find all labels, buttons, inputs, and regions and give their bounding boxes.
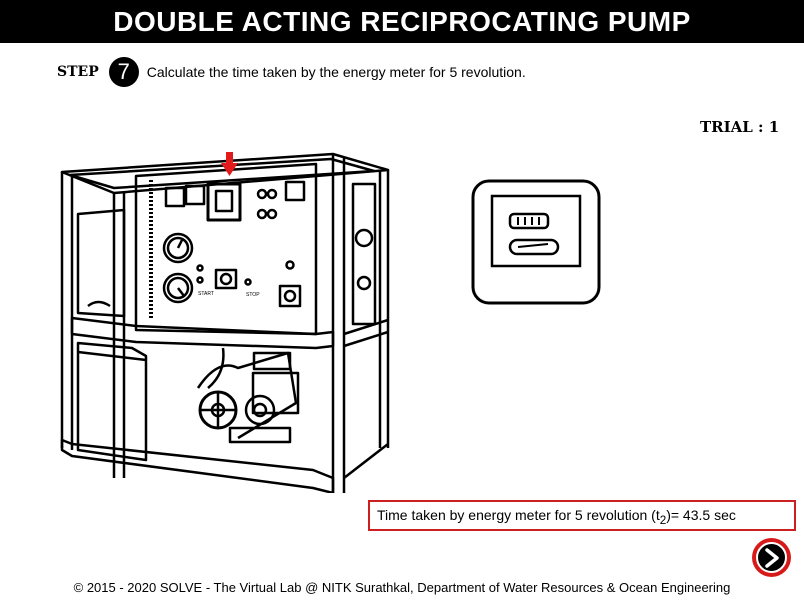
start-label: START	[198, 291, 214, 297]
energy-meter-pointer-arrow	[221, 152, 238, 176]
pump-test-rig-illustration: START STOP	[60, 152, 390, 493]
stop-label: STOP	[246, 292, 260, 298]
page-title: DOUBLE ACTING RECIPROCATING PUMP	[0, 0, 804, 43]
trial-label: TRIAL : 1	[700, 118, 780, 136]
result-text-suffix: )= 43.5 sec	[666, 507, 736, 523]
step-number-badge: 7	[108, 57, 139, 87]
next-arrow-icon	[756, 542, 787, 573]
result-text-prefix: Time taken by energy meter for 5 revolut…	[377, 507, 660, 523]
footer-copyright: © 2015 - 2020 SOLVE - The Virtual Lab @ …	[73, 580, 731, 595]
result-box: Time taken by energy meter for 5 revolut…	[368, 500, 796, 531]
next-button[interactable]	[752, 538, 791, 577]
step-label: STEP	[57, 64, 99, 80]
result-subscript: 2	[659, 513, 667, 527]
step-indicator: STEP 7 Calculate the time taken by the e…	[57, 57, 526, 87]
energy-meter-closeup	[471, 179, 601, 305]
step-instruction: Calculate the time taken by the energy m…	[146, 64, 526, 80]
